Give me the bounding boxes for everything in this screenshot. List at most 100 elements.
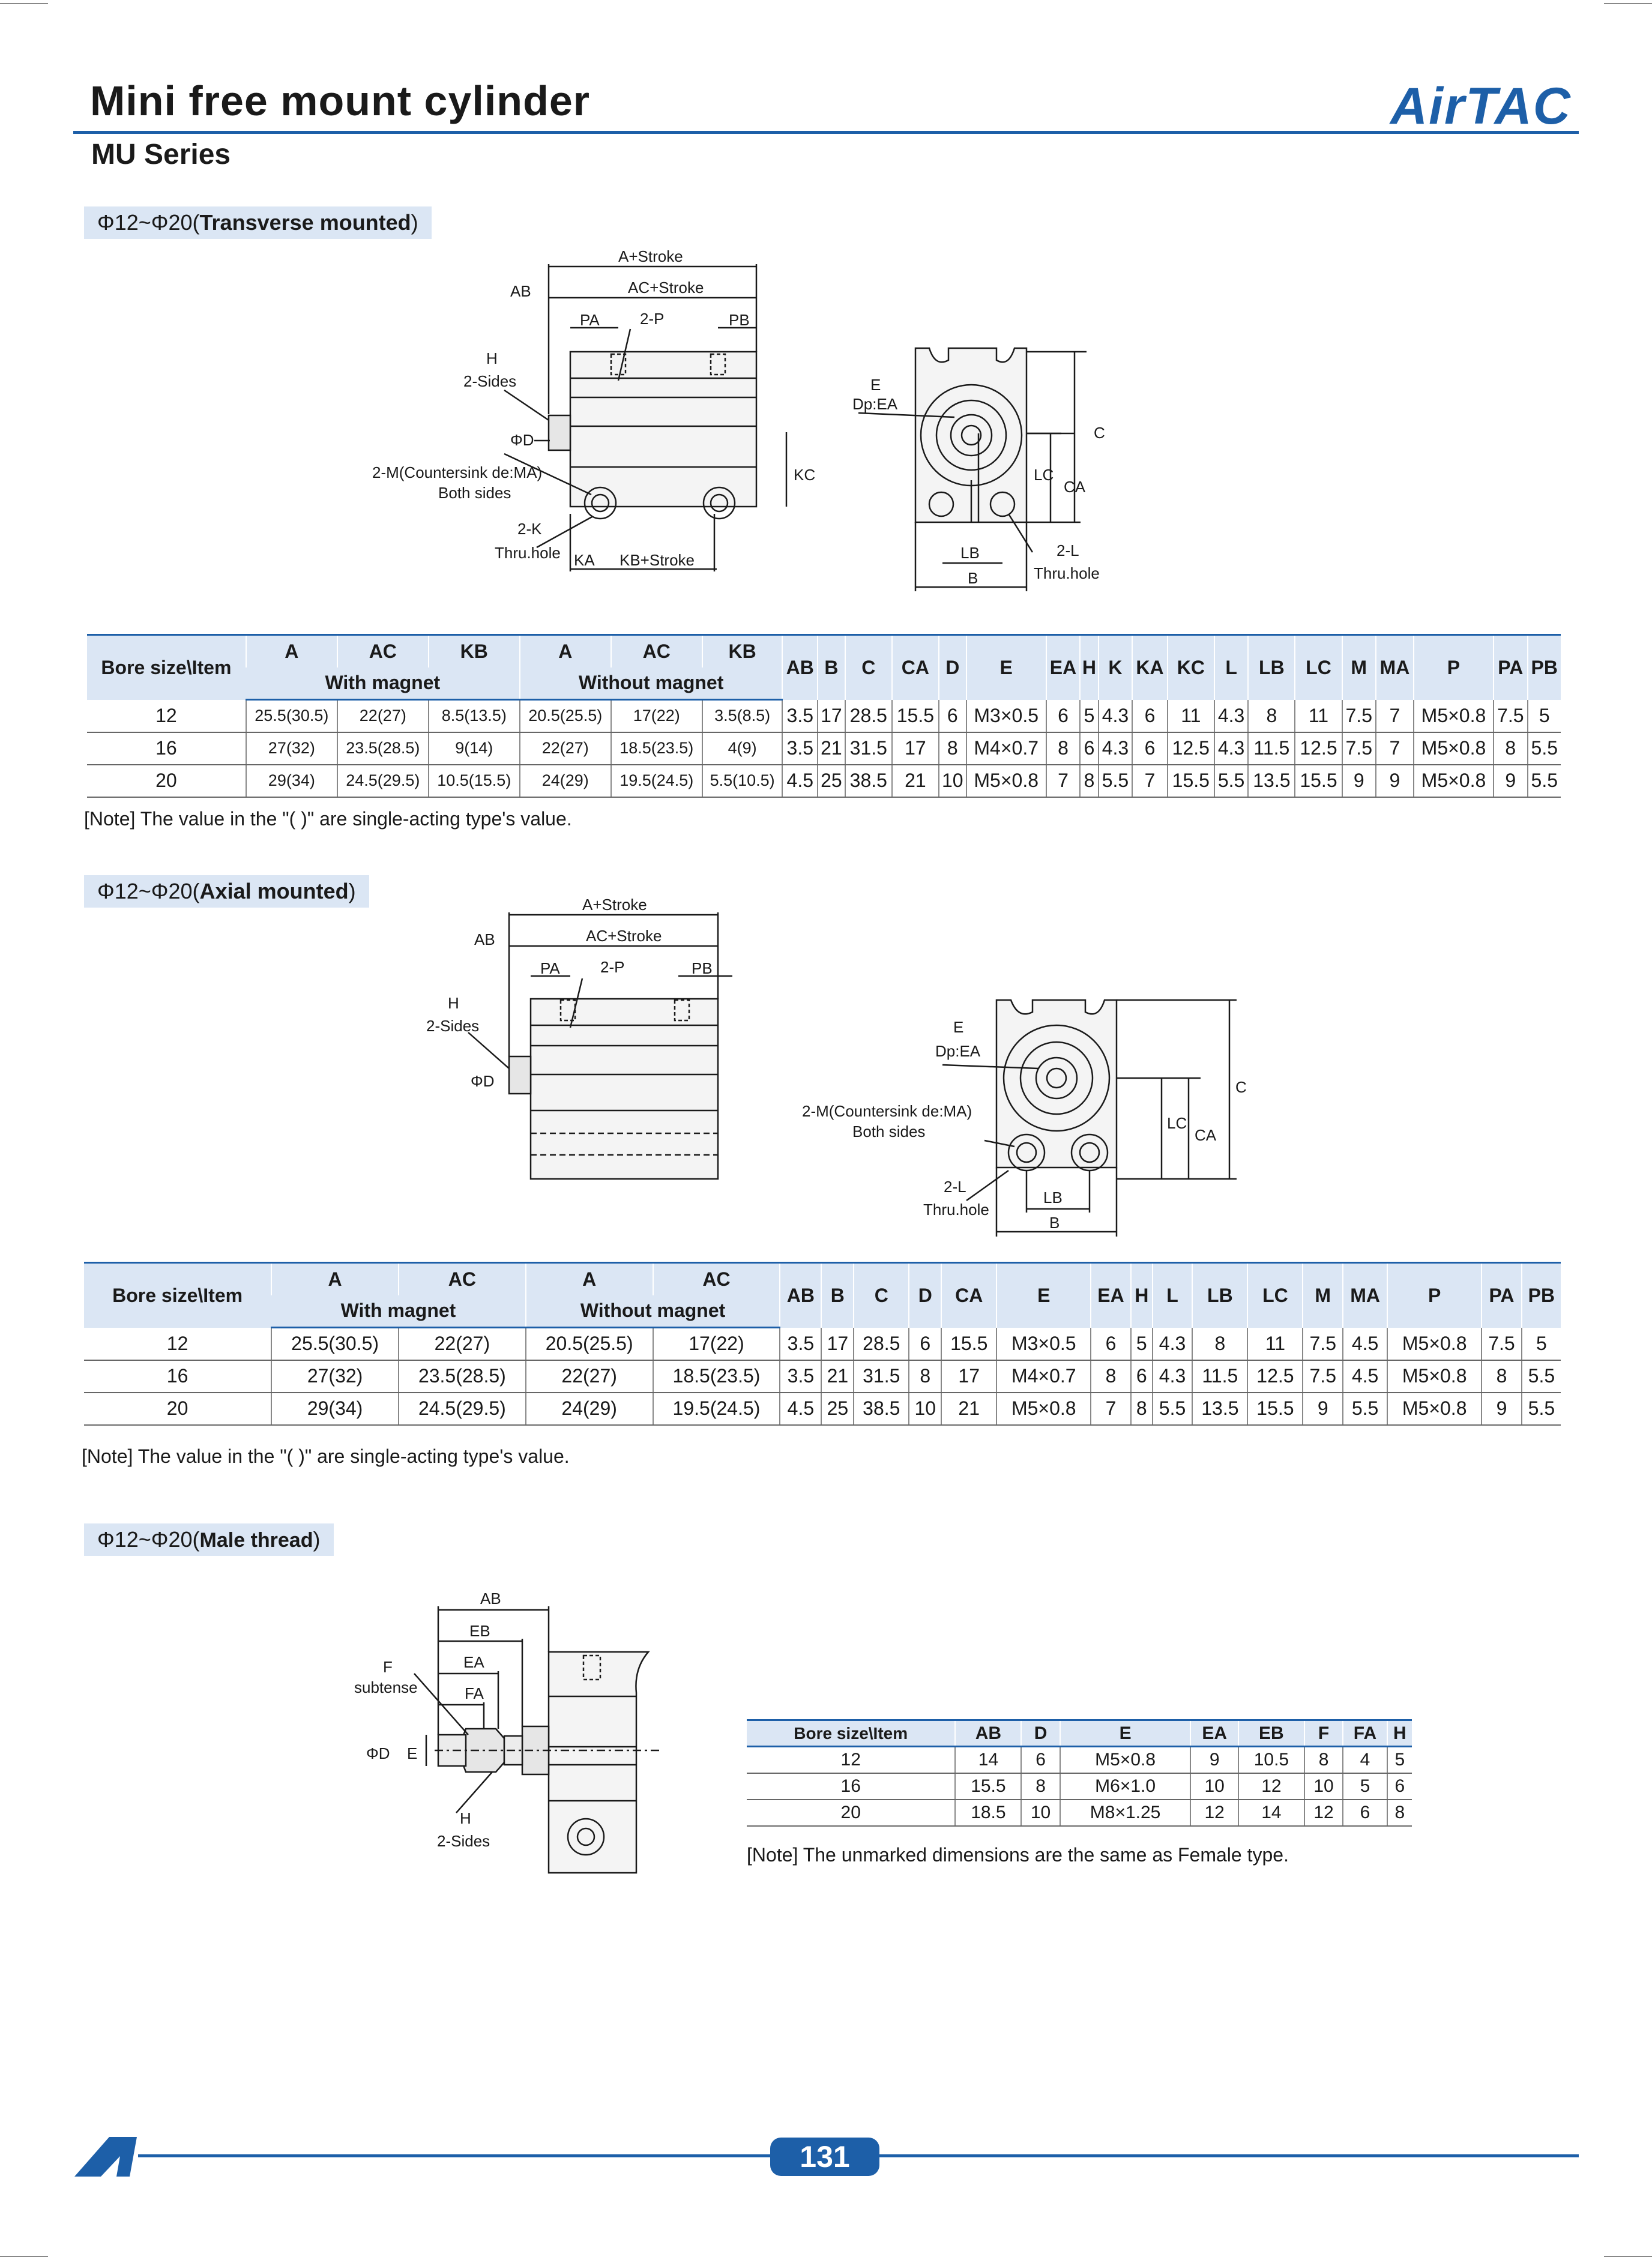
- table-cell: 3.5: [779, 1360, 822, 1393]
- col-header: CA: [941, 1262, 997, 1328]
- dim-thru-hole: Thru.hole: [495, 544, 561, 562]
- table-cell: 5.5: [1521, 1392, 1561, 1426]
- table-cell: 4.3: [1151, 1360, 1193, 1393]
- table-cell: 5: [1527, 699, 1561, 733]
- dim-ea: EA: [463, 1653, 484, 1671]
- table-cell: 9: [1375, 764, 1414, 798]
- crop-mark: [1604, 3, 1652, 4]
- table-cell: 8: [938, 732, 966, 765]
- table-cell: 3.5: [782, 732, 818, 765]
- col-header: PB: [1527, 634, 1561, 700]
- table-cell: 6: [1079, 732, 1099, 765]
- col-header: MA: [1375, 634, 1414, 700]
- table-cell: 12: [1237, 1773, 1304, 1800]
- table-cell: 31.5: [853, 1360, 909, 1393]
- table-cell: 4.3: [1213, 699, 1249, 733]
- table-cell: 5: [1521, 1327, 1561, 1361]
- male-thread-drawing: AB EB F subtense EA FA ΦD E H 2-Sides: [354, 1590, 660, 1874]
- table-cell: 4.5: [1342, 1327, 1388, 1361]
- col-header: KB: [701, 634, 783, 667]
- col-header: PA: [1481, 1262, 1522, 1328]
- col-header: C: [853, 1262, 909, 1328]
- table-cell: 21: [817, 732, 845, 765]
- bore-size-cell: 20: [87, 764, 246, 798]
- dim-2m: 2-M(Countersink de:MA): [372, 463, 542, 481]
- table-cell: 24.5(29.5): [336, 764, 429, 798]
- table-cell: 6: [1342, 1799, 1387, 1827]
- col-header: D: [908, 1262, 942, 1328]
- page-number: 131: [770, 2138, 879, 2176]
- table-cell: 7: [1375, 699, 1414, 733]
- table-cell: 19.5(24.5): [610, 764, 702, 798]
- table-cell: 38.5: [844, 764, 892, 798]
- col-header: AB: [954, 1719, 1022, 1747]
- dim-pa: PA: [540, 959, 560, 977]
- table-cell: 28.5: [844, 699, 892, 733]
- dim-eb: EB: [469, 1622, 490, 1640]
- table-cell: 12: [1303, 1799, 1343, 1827]
- col-header: L: [1213, 634, 1249, 700]
- section-name: Transverse mounted: [199, 210, 411, 235]
- table-cell: 3.5: [782, 699, 818, 733]
- bore-size-cell: 12: [747, 1746, 956, 1774]
- table-cell: 8: [1130, 1392, 1153, 1426]
- table-cell: 11.5: [1247, 732, 1295, 765]
- table-cell: 21: [891, 764, 939, 798]
- col-header: KA: [1132, 634, 1168, 700]
- table-cell: 8: [1045, 732, 1081, 765]
- section-name: Male thread: [199, 1529, 313, 1552]
- table-cell: 11.5: [1192, 1360, 1248, 1393]
- table-cell: 9: [1302, 1392, 1343, 1426]
- table-cell: 8: [1386, 1799, 1412, 1827]
- table-cell: 7.5: [1302, 1327, 1343, 1361]
- axial-spec-table: Bore size\Item A AC A AC AB B C D CA E E…: [84, 1262, 1561, 1426]
- table-cell: 6: [1045, 699, 1081, 733]
- table-cell: 9: [1341, 764, 1376, 798]
- cylinder-body: [529, 998, 719, 1180]
- table-cell: 19.5(24.5): [652, 1392, 780, 1426]
- table-cell: 4(9): [701, 732, 783, 765]
- table-cell: 6: [908, 1327, 942, 1361]
- table-cell: 5.5(10.5): [701, 764, 783, 798]
- dim-2-sides: 2-Sides: [437, 1832, 490, 1850]
- table-header-row: Bore size\Item AB D E EA EB F FA H: [747, 1719, 1412, 1747]
- table-cell: 10.5(15.5): [427, 764, 520, 798]
- dim-kb-stroke: KB+Stroke: [620, 551, 695, 569]
- table-cell: M5×0.8: [1387, 1360, 1482, 1393]
- table-cell: 27(32): [271, 1360, 399, 1393]
- table-cell: 17(22): [610, 699, 702, 733]
- table-cell: 21: [821, 1360, 854, 1393]
- dim-ac-stroke: AC+Stroke: [628, 279, 704, 297]
- dim-ca: CA: [1195, 1126, 1217, 1144]
- rod-end: [508, 1055, 532, 1095]
- dim-2-sides: 2-Sides: [463, 372, 516, 390]
- table-cell: 4.5: [1342, 1360, 1388, 1393]
- table-cell: 4.3: [1097, 699, 1133, 733]
- col-header: H: [1130, 1262, 1153, 1328]
- cylinder-body: [569, 351, 758, 508]
- section-range: Φ12~Φ20(: [97, 1527, 200, 1552]
- col-header: EA: [1190, 1719, 1238, 1747]
- footer-logo-icon: [74, 2137, 137, 2177]
- note-transverse: [Note] The value in the "( )" are single…: [84, 808, 572, 830]
- dim-a-stroke: A+Stroke: [618, 247, 683, 265]
- table-cell: M5×0.8: [1387, 1327, 1482, 1361]
- table-cell: M5×0.8: [1412, 732, 1494, 765]
- header-rule: [73, 131, 1579, 134]
- col-header: A: [519, 634, 611, 667]
- dim-h: H: [486, 349, 498, 367]
- table-cell: 14: [1237, 1799, 1304, 1827]
- table-cell: 22(27): [397, 1327, 526, 1361]
- dim-subtense: subtense: [354, 1678, 418, 1696]
- table-cell: 10.5: [1237, 1746, 1304, 1774]
- dim-dp-ea: Dp:EA: [852, 395, 898, 413]
- table-cell: 24(29): [519, 764, 611, 798]
- dim-2p: 2-P: [600, 958, 624, 976]
- col-header: B: [817, 634, 845, 700]
- table-cell: 27(32): [245, 732, 337, 765]
- table-cell: 22(27): [525, 1360, 653, 1393]
